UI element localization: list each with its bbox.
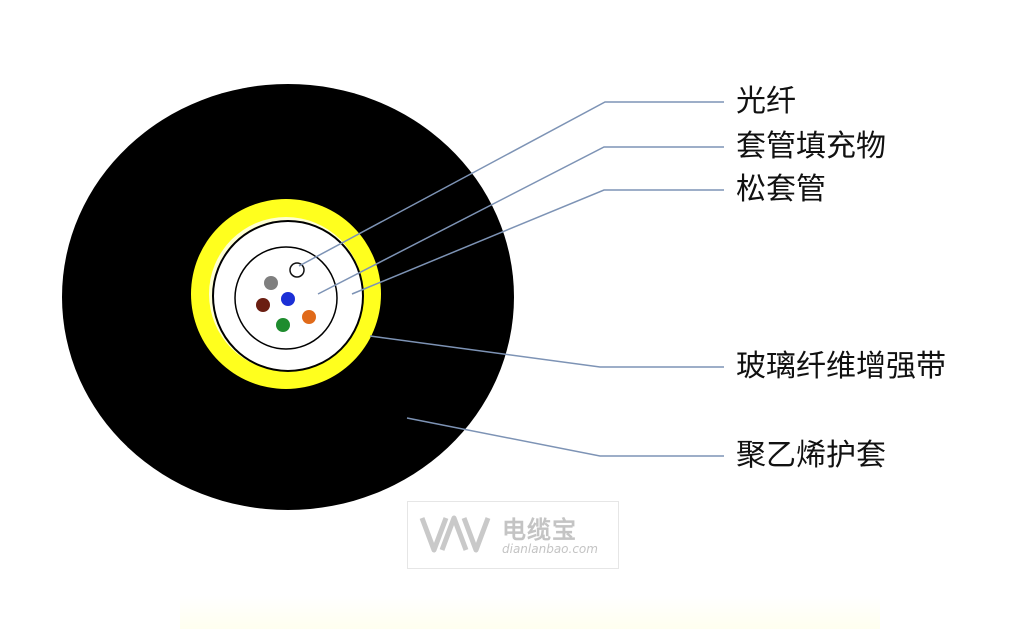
- leader-line-pe-sheath: [406, 417, 724, 457]
- watermark-logo-icon: [419, 515, 491, 553]
- fiber-brown: [256, 298, 270, 312]
- fiber-blue: [281, 292, 295, 306]
- fiber-white: [289, 262, 305, 278]
- leader-line-loose-tube: [351, 189, 724, 295]
- fiber-orange: [302, 310, 316, 324]
- label-tube-filler: 套管填充物: [736, 129, 886, 164]
- watermark-url: dianlanbao.com: [502, 542, 598, 556]
- watermark-title: 电缆宝: [502, 516, 577, 544]
- label-loose-tube: 松套管: [736, 172, 826, 207]
- label-pe-sheath: 聚乙烯护套: [736, 438, 886, 473]
- bottom-highlight: [180, 596, 880, 629]
- leader-line-glass-tape: [369, 335, 724, 368]
- label-optical-fiber: 光纤: [736, 84, 796, 119]
- watermark: 电缆宝 dianlanbao.com: [407, 501, 619, 569]
- leader-line-tube-filler: [317, 146, 724, 295]
- fiber-gray: [264, 276, 278, 290]
- leader-line-fiber: [298, 101, 724, 267]
- label-glass-fiber-tape: 玻璃纤维增强带: [736, 349, 946, 384]
- fiber-green: [276, 318, 290, 332]
